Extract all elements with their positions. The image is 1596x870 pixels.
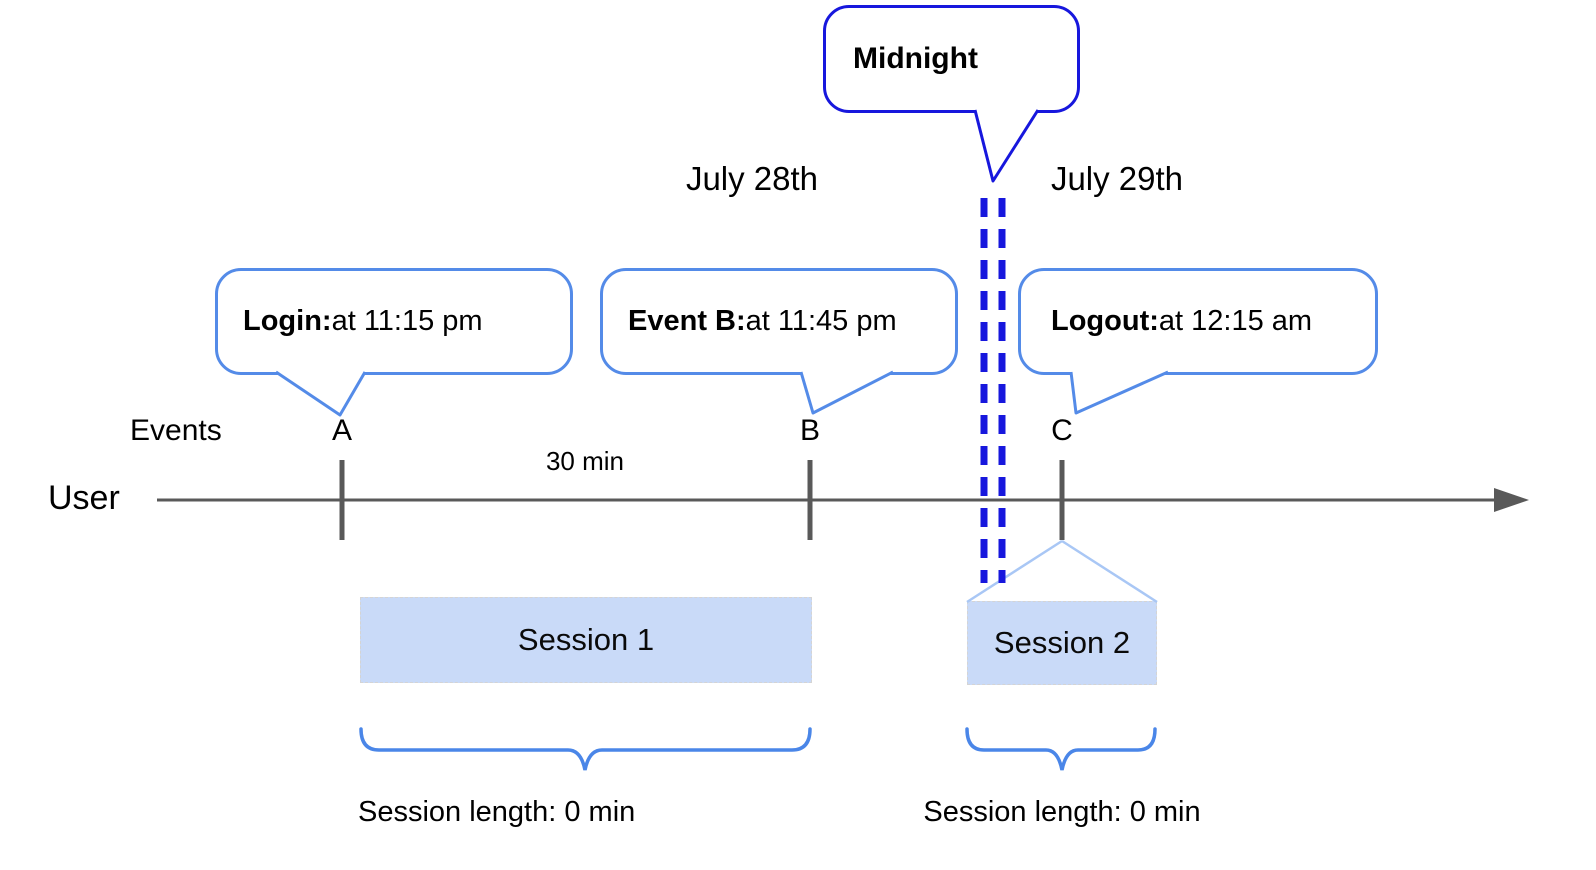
interval-30min-label: 30 min: [545, 446, 625, 476]
session-1-box: Session 1: [360, 597, 812, 683]
date-label-july-29: July 29th: [1050, 160, 1184, 197]
logout-callout-bubble: Logout: at 12:15 am: [1018, 268, 1378, 375]
logout-callout-label: Logout:: [1051, 305, 1159, 337]
logout-callout-tail: [1069, 370, 1169, 415]
event-b-callout-tail: [799, 370, 894, 415]
midnight-callout-label: Midnight: [853, 42, 978, 75]
event-b-callout-bubble: Event B: at 11:45 pm: [600, 268, 958, 375]
session-2-box: Session 2: [967, 601, 1157, 685]
midnight-callout-tail: [973, 109, 1040, 183]
event-marker-a: A: [331, 414, 353, 447]
timeline-arrowhead-icon: [1494, 488, 1529, 512]
event-marker-b: B: [799, 414, 821, 447]
session-1-length-label: Session length: 0 min: [358, 796, 636, 828]
events-row-label: Events: [130, 414, 222, 447]
session-2-brace: [965, 727, 1157, 771]
midnight-callout-bubble: Midnight: [823, 5, 1080, 113]
session-2-label: Session 2: [993, 625, 1131, 660]
logout-callout-detail: at 12:15 am: [1158, 305, 1313, 337]
login-callout-label: Login:: [243, 305, 332, 337]
session-2-length-label: Session length: 0 min: [923, 796, 1201, 828]
session-1-label: Session 1: [517, 622, 655, 657]
date-label-july-28: July 28th: [685, 160, 819, 197]
event-marker-c: C: [1051, 414, 1073, 447]
session-2-fan-line-left: [966, 539, 1063, 604]
user-axis-label: User: [48, 479, 120, 517]
session-2-fan-line-right: [1061, 539, 1158, 604]
login-callout-tail: [275, 370, 367, 417]
login-callout-bubble: Login: at 11:15 pm: [215, 268, 573, 375]
event-b-callout-detail: at 11:45 pm: [745, 305, 897, 337]
event-b-callout-label: Event B:: [628, 305, 746, 337]
login-callout-detail: at 11:15 pm: [331, 305, 483, 337]
session-1-brace: [359, 727, 812, 771]
